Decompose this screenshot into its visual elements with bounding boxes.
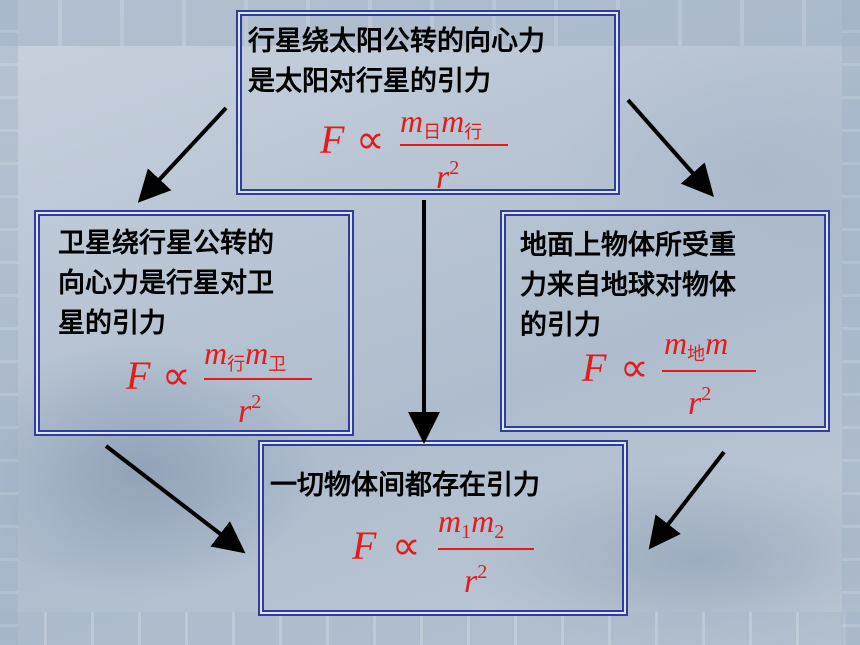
formula-denominator: r2 <box>464 554 487 600</box>
formula-mass-2: m <box>705 325 729 361</box>
formula-proportional: ∝ <box>356 117 385 162</box>
formula-r: r <box>436 159 450 196</box>
formula-exponent: 2 <box>701 383 712 405</box>
formula-sub-2: 2 <box>494 521 505 543</box>
right-box <box>500 210 830 432</box>
left-box-line-1: 卫星绕行星公转的 <box>58 228 274 259</box>
right-box-line-2: 力来自地球对物体 <box>520 270 736 301</box>
formula-sub-2: 卫 <box>268 354 287 375</box>
arrow-top-to-left <box>137 106 228 203</box>
formula-proportional: ∝ <box>162 353 191 398</box>
formula-numerator: m地m <box>664 326 728 366</box>
formula-mass-1: m <box>438 503 462 539</box>
bottom-box <box>258 440 628 616</box>
formula-sub-1: 地 <box>687 344 706 365</box>
background-right-band <box>842 0 860 645</box>
background-bottom-band <box>0 612 860 645</box>
top-box <box>236 10 620 195</box>
formula-mass-1: m <box>664 325 688 361</box>
formula-F: F <box>352 523 377 568</box>
background-left-band <box>0 0 18 645</box>
left-box-line-3: 星的引力 <box>58 308 166 339</box>
right-box-line-1: 地面上物体所受重 <box>520 230 736 261</box>
formula-r: r <box>688 385 702 422</box>
arrow-right-to-bottom <box>648 450 726 550</box>
formula-sub-2: 行 <box>464 122 483 143</box>
formula-mass-2: m <box>471 503 495 539</box>
top-box-line-2: 是太阳对行星的引力 <box>248 66 491 97</box>
left-box <box>34 210 354 436</box>
formula-sub-1: 行 <box>227 354 246 375</box>
formula-F: F <box>582 345 607 390</box>
arrow-top-to-right <box>626 98 714 197</box>
formula-denominator: r2 <box>436 150 459 196</box>
top-box-line-1: 行星绕太阳公转的向心力 <box>248 26 545 57</box>
formula-numerator: m日m行 <box>400 104 482 144</box>
bottom-box-line-1: 一切物体间都存在引力 <box>270 470 540 501</box>
formula-r: r <box>464 563 478 600</box>
formula-proportional: ∝ <box>620 345 649 390</box>
formula-mass-2: m <box>441 103 465 139</box>
formula-mass-1: m <box>204 335 228 371</box>
formula-numerator: m行m卫 <box>204 336 286 376</box>
formula-F: F <box>126 353 151 398</box>
formula-denominator: r2 <box>688 376 711 422</box>
formula-fraction-bar <box>204 378 312 380</box>
left-box-line-2: 向心力是行星对卫 <box>58 268 274 299</box>
formula-sub-1: 1 <box>461 521 472 543</box>
formula-r: r <box>238 393 252 430</box>
formula-proportional: ∝ <box>392 523 421 568</box>
formula-mass-2: m <box>245 335 269 371</box>
formula-mass-1: m <box>400 103 424 139</box>
arrow-left-to-bottom <box>104 444 246 554</box>
formula-numerator: m1m2 <box>438 504 504 543</box>
formula-denominator: r2 <box>238 384 261 430</box>
formula-sub-1: 日 <box>423 122 442 143</box>
formula-F: F <box>320 117 345 162</box>
right-box-line-3: 的引力 <box>520 310 601 341</box>
formula-fraction-bar <box>662 370 756 372</box>
formula-exponent: 2 <box>477 561 488 583</box>
formula-exponent: 2 <box>449 157 460 179</box>
background-top-band <box>0 0 860 46</box>
formula-fraction-bar <box>400 144 508 146</box>
formula-fraction-bar <box>438 548 534 550</box>
formula-exponent: 2 <box>251 391 262 413</box>
